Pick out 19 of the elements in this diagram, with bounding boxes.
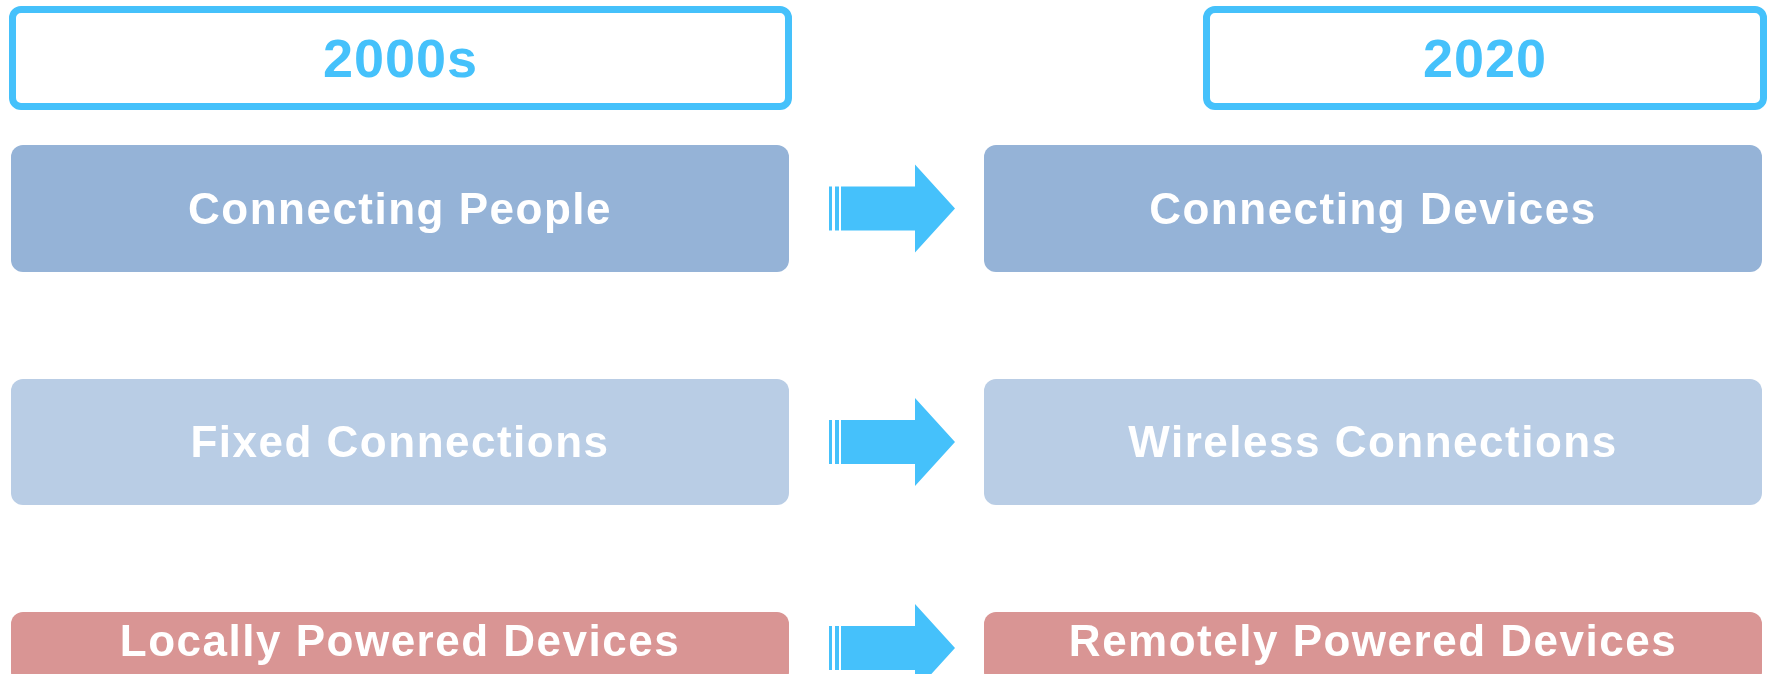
- block-arrow: [829, 398, 955, 486]
- period-header: [1203, 6, 1767, 110]
- topic-label: Connecting Devices: [1149, 183, 1597, 234]
- topic-label: Locally Powered Devices: [119, 616, 681, 666]
- topic-box: [11, 612, 789, 674]
- topic-label: Connecting People: [188, 183, 612, 234]
- topic-box: [984, 145, 1762, 272]
- topic-box: [984, 612, 1762, 674]
- topic-box: [11, 379, 789, 505]
- topic-label: Wireless Connections: [1128, 417, 1618, 467]
- block-arrow: [829, 164, 955, 253]
- topic-box: [11, 145, 789, 272]
- topic-label: Fixed Connections: [190, 417, 610, 467]
- period-header: [9, 6, 792, 110]
- topic-box: [984, 379, 1762, 505]
- block-arrow: [829, 604, 955, 674]
- period-label: 2000s: [322, 27, 479, 89]
- period-label: 2020: [1422, 27, 1548, 89]
- topic-label: Remotely Powered Devices: [1068, 616, 1678, 666]
